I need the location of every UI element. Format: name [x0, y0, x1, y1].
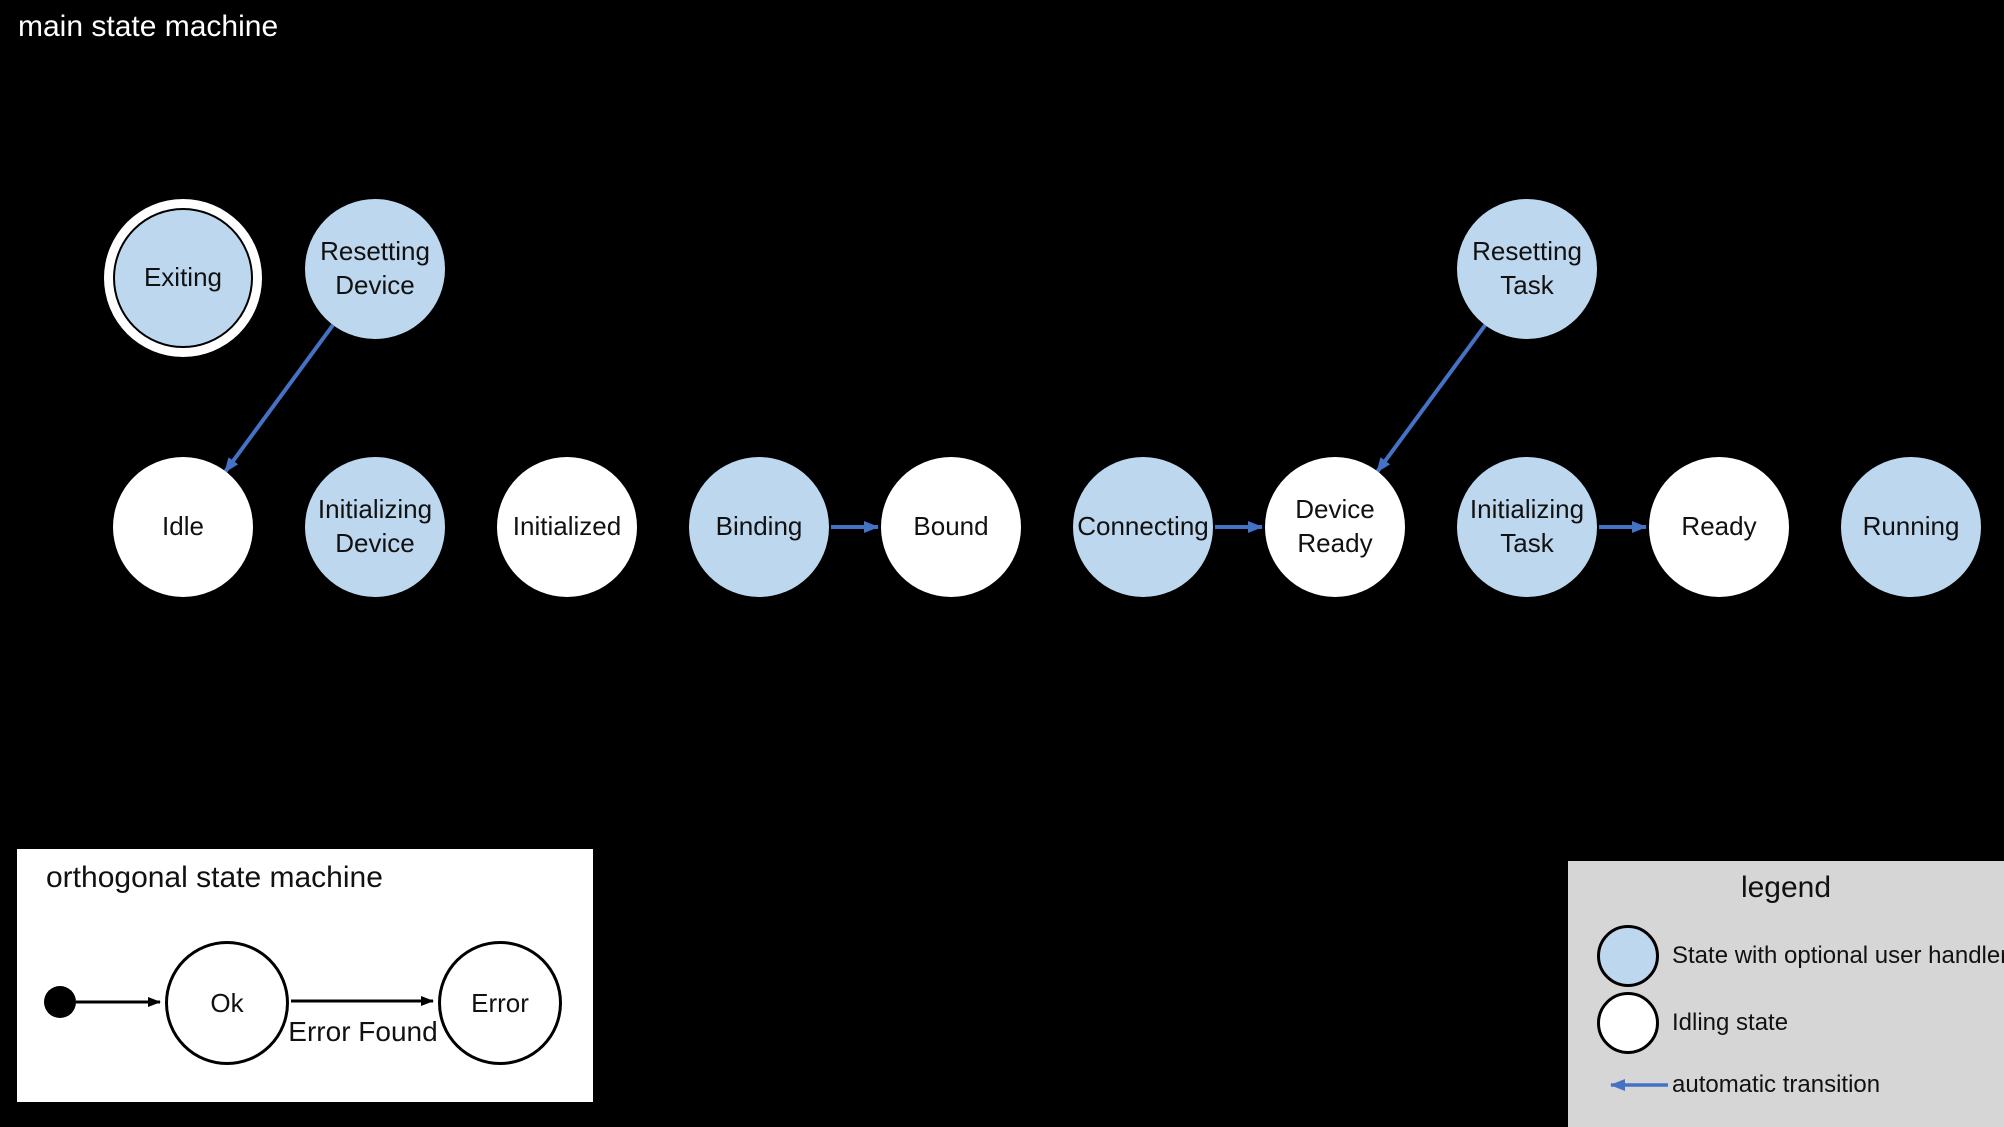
state-initializing-device: Initializing Device	[305, 457, 445, 597]
state-binding: Binding	[689, 457, 829, 597]
legend-handler-state-swatch	[1597, 925, 1659, 987]
state-resetting-device: Resetting Device	[305, 199, 445, 339]
legend-item-transition-label: automatic transition	[1672, 1071, 1881, 1098]
state-initialized: Initialized	[497, 457, 637, 597]
state-error: Error	[438, 941, 562, 1065]
orthogonal-transition-arrows	[76, 996, 434, 1007]
initial-state-dot	[44, 986, 76, 1018]
state-ok: Ok	[165, 941, 289, 1065]
legend-idling-state-swatch	[1597, 992, 1659, 1054]
transition-resetting-task-to-device-ready	[1375, 322, 1488, 474]
legend-title: legend	[1740, 871, 1832, 904]
legend-item-idling-label: Idling state	[1672, 1009, 1789, 1036]
state-idle: Idle	[113, 457, 253, 597]
transition-resetting-device-to-idle	[223, 323, 335, 474]
orthogonal-state-machine-panel: orthogonal state machine Ok Error Error …	[17, 849, 593, 1102]
state-device-ready: Device Ready	[1265, 457, 1405, 597]
transition-label-error-found: Error Found	[288, 1016, 438, 1047]
state-running: Running	[1841, 457, 1981, 597]
orthogonal-machine-title: orthogonal state machine	[46, 861, 383, 894]
legend-panel: legend State with optional user handler …	[1568, 861, 2004, 1127]
state-bound: Bound	[881, 457, 1021, 597]
state-ready: Ready	[1649, 457, 1789, 597]
legend-item-handler-label: State with optional user handler	[1672, 942, 2004, 969]
state-resetting-task: Resetting Task	[1457, 199, 1597, 339]
state-connecting: Connecting	[1073, 457, 1213, 597]
state-exiting: Exiting	[113, 208, 253, 348]
state-initializing-task: Initializing Task	[1457, 457, 1597, 597]
main-machine-title: main state machine	[18, 10, 279, 43]
